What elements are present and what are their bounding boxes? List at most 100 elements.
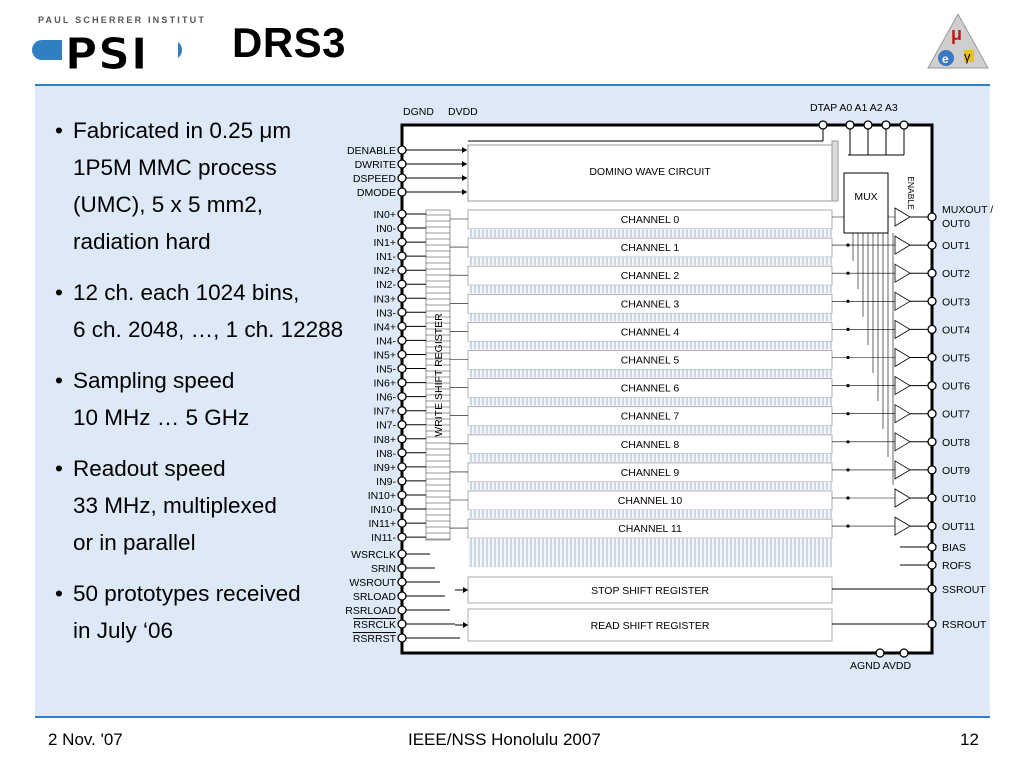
control-pin-dmode — [397, 187, 407, 197]
channel-cells — [468, 257, 832, 266]
junction-dot — [846, 468, 850, 472]
input-pin-label: IN5+ — [374, 350, 396, 362]
channel-cells — [468, 229, 832, 237]
channel-cells — [468, 481, 832, 490]
top-pin-labels-right: DTAP A0 A1 A2 A3 — [810, 102, 898, 114]
right-pin-rofs — [927, 560, 937, 570]
control-pin-label: RSRLOAD — [345, 605, 396, 617]
control-pin-label: SRIN — [371, 563, 396, 575]
output-pin — [927, 352, 937, 363]
bullet-dot: • — [55, 118, 63, 143]
input-pin-label: IN3- — [376, 307, 396, 319]
output-buffer — [894, 319, 911, 340]
input-pin-label: IN1+ — [374, 237, 396, 249]
top-pin-a2 — [881, 120, 891, 130]
input-pin — [397, 307, 407, 317]
input-pin — [397, 279, 407, 289]
channel-label: CHANNEL 10 — [618, 495, 683, 507]
input-pin — [397, 237, 407, 247]
channel-label: CHANNEL 1 — [621, 242, 680, 254]
junction-dot — [846, 355, 850, 360]
output-label: OUT9 — [942, 465, 970, 477]
bullet-line: (UMC), 5 x 5 mm2, — [73, 192, 264, 217]
output-label: OUT2 — [942, 268, 970, 280]
input-pin-label: IN5- — [376, 364, 396, 376]
input-pin-label: IN0- — [376, 223, 396, 235]
channel-cells — [468, 341, 832, 350]
header-rule — [35, 84, 990, 86]
control-pin-label: DENABLE — [347, 145, 396, 157]
input-pin-label: IN4+ — [374, 321, 396, 333]
psi-logo-text: PSI — [65, 30, 148, 74]
input-pin-label: IN7- — [376, 420, 396, 432]
input-pin-label: IN4- — [376, 335, 396, 347]
top-pin-a1 — [863, 120, 873, 130]
output-buffer — [894, 488, 911, 508]
input-pin-label: IN2- — [376, 279, 396, 291]
input-pin — [397, 349, 407, 360]
channel-cells — [468, 425, 832, 434]
output-buffer — [894, 291, 911, 312]
output-pin — [927, 409, 937, 419]
output-label: OUT11 — [942, 521, 975, 533]
top-pin-dtap — [818, 120, 828, 130]
input-pin — [397, 490, 407, 500]
input-pin — [397, 532, 407, 542]
enable-label: ENABLE — [906, 176, 916, 210]
control-pin-rsrload — [397, 605, 407, 615]
top-pin-a3 — [899, 120, 909, 130]
input-pin — [397, 420, 407, 430]
stop-shift-register — [467, 576, 833, 604]
channel-array-tail — [468, 541, 832, 568]
bullet-dot: • — [55, 456, 63, 481]
channel-cells — [468, 397, 832, 406]
channel-label: CHANNEL 11 — [618, 523, 682, 535]
control-pin-wsrout — [397, 577, 407, 587]
psi-logo: PSI — [32, 30, 182, 74]
right-pin-bias — [927, 542, 937, 552]
input-pin-label: IN3+ — [374, 293, 396, 305]
output-buffer — [894, 516, 911, 536]
right-pin-label: ROFS — [942, 560, 971, 572]
channel-label: CHANNEL 3 — [621, 298, 680, 310]
output-pin — [927, 240, 937, 250]
bullet-dot: • — [55, 280, 63, 305]
page-title: DRS3 — [232, 19, 347, 66]
read-shift-register — [467, 608, 833, 642]
output-label: OUT4 — [942, 324, 970, 336]
input-pin — [397, 321, 407, 332]
output-label: OUT6 — [942, 381, 970, 393]
output-label: OUT3 — [942, 296, 970, 308]
input-pin-label: IN8+ — [374, 434, 396, 446]
output-buffer — [894, 347, 911, 368]
write-shift-label: WRITE SHIFT REGISTER — [433, 313, 445, 437]
junction-dot — [846, 384, 850, 388]
right-pin-label: BIAS — [942, 542, 966, 554]
input-pin-label: IN0+ — [374, 209, 396, 221]
junction-dot — [846, 440, 850, 444]
footer-rule — [35, 716, 990, 718]
control-pin-label: DMODE — [357, 187, 396, 199]
domino-wave-label: DOMINO WAVE CIRCUIT — [589, 166, 711, 178]
domino-shadow — [831, 140, 839, 202]
top-pin-label-dvdd: DVDD — [448, 106, 478, 118]
output-pin — [927, 521, 937, 531]
right-pin-label: RSROUT — [942, 619, 987, 631]
output-buffer — [894, 235, 911, 255]
input-pin-label: IN11+ — [368, 518, 396, 530]
junction-dot — [846, 243, 850, 247]
control-arrow — [462, 147, 467, 153]
footer-page-number: 12 — [960, 730, 979, 749]
bullet-line: 50 prototypes received — [73, 581, 301, 606]
output-label: OUT8 — [942, 437, 970, 449]
channel-label: CHANNEL 8 — [621, 439, 680, 451]
control-pin-label: DWRITE — [355, 159, 396, 171]
output-label: OUT1 — [942, 240, 970, 252]
mu-glyph: μ — [951, 24, 962, 44]
channel-label: CHANNEL 7 — [621, 411, 680, 423]
input-pin — [397, 504, 407, 514]
